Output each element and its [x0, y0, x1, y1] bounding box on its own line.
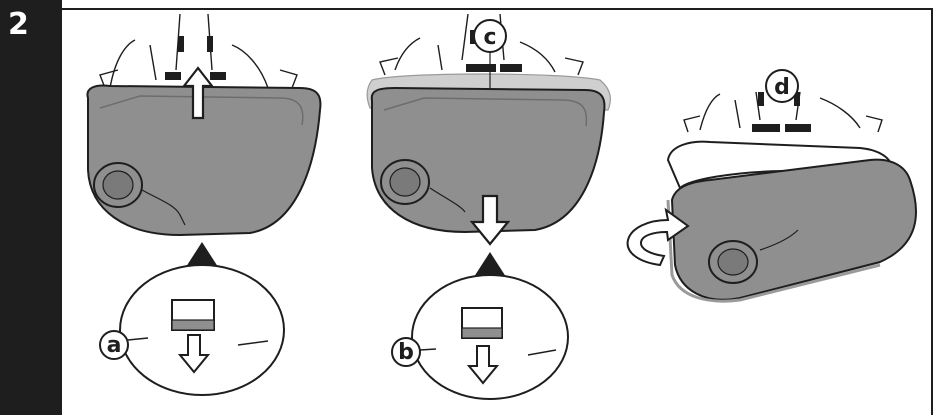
step-number: 2 [8, 7, 29, 42]
seat-sketch [683, 91, 883, 133]
illustration-frame [62, 8, 933, 415]
harness-buckle-icon [165, 36, 226, 80]
cup-holder [708, 240, 758, 284]
panel-2: c b [366, 13, 611, 400]
step-sidebar: 2 [0, 0, 62, 415]
down-arrow-icon [177, 334, 211, 374]
callout-a-label: a [107, 333, 122, 358]
panel-1: a [86, 13, 322, 396]
pointer-triangle [184, 242, 220, 270]
callout-d: d [765, 69, 799, 103]
rotate-arrow-icon [626, 207, 690, 267]
callout-d-label: d [774, 75, 790, 100]
callout-c: c [473, 19, 507, 53]
release-button-icon [461, 307, 503, 339]
panel-3: d [626, 69, 917, 303]
cup-holder [380, 159, 430, 205]
callout-b: b [391, 337, 421, 367]
harness-buckle-icon [752, 92, 811, 132]
tray [370, 86, 606, 234]
tray [86, 84, 322, 237]
callout-a: a [99, 330, 129, 360]
down-arrow-icon [466, 345, 500, 385]
callout-b-label: b [398, 340, 414, 365]
down-arrow-icon [469, 194, 511, 246]
pointer-triangle [472, 252, 508, 280]
callout-c-label: c [483, 25, 496, 50]
tray [670, 158, 917, 301]
release-button-icon [171, 299, 215, 331]
cup-holder [93, 162, 143, 208]
up-arrow-icon [181, 66, 215, 120]
